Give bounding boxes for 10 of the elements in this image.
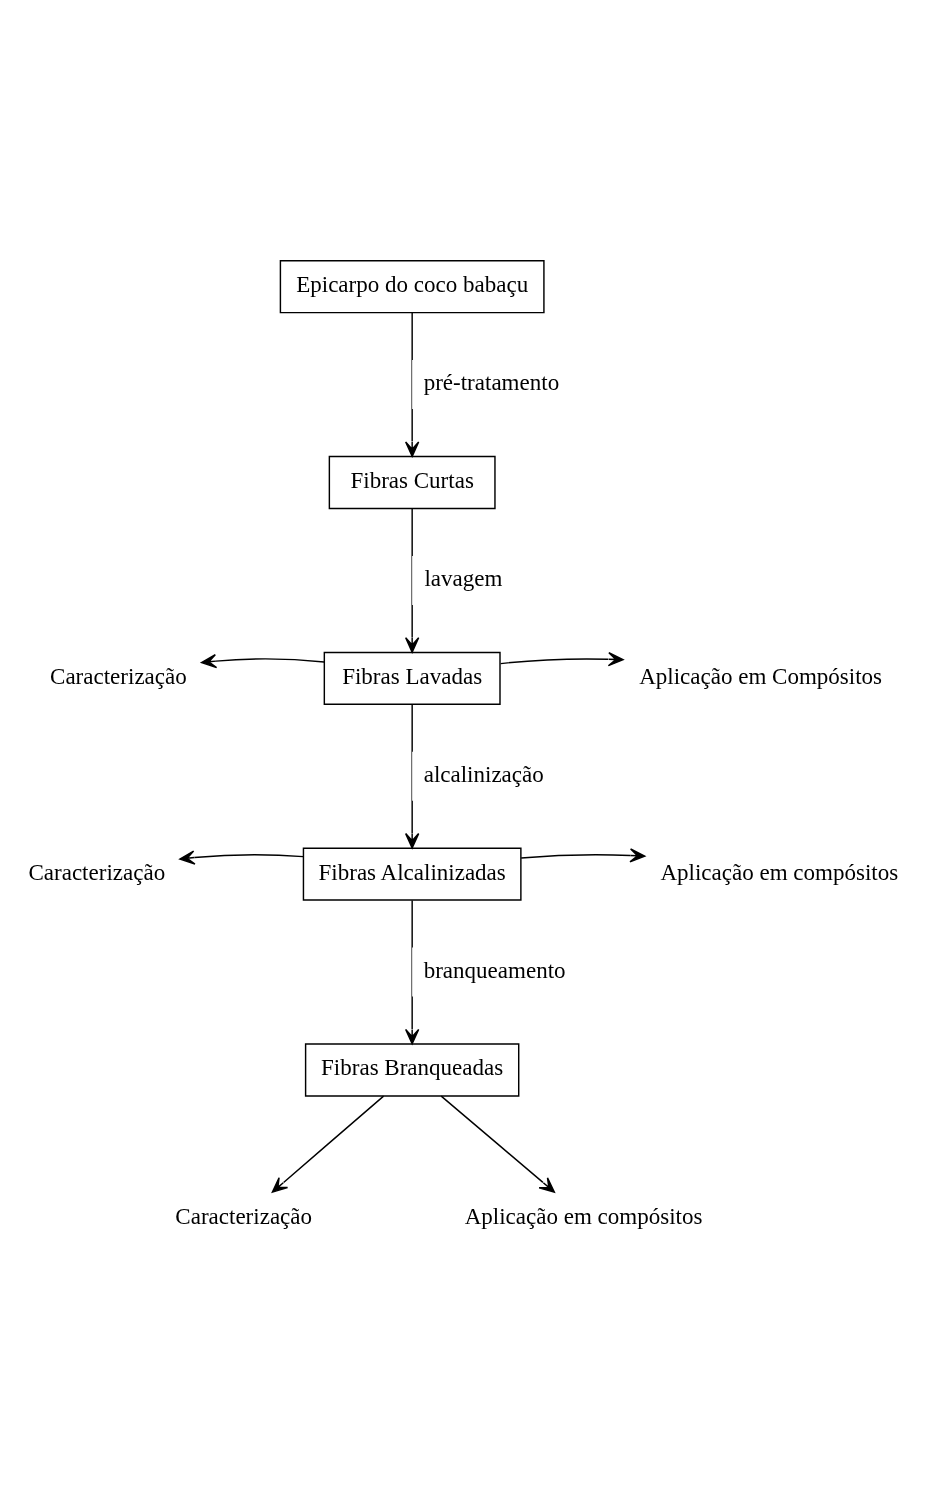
edge-label: branqueamento — [423, 956, 566, 983]
edge-label: alcalinização — [423, 760, 544, 787]
node-text: Aplicação em compósitos — [464, 1202, 703, 1229]
node-text: Caracterização — [28, 858, 166, 885]
node-text: Aplicação em Compósitos — [639, 662, 883, 689]
edge-label: pré-tratamento — [423, 368, 560, 395]
node-text: Caracterização — [175, 1202, 313, 1229]
edge-label: lavagem — [424, 564, 503, 591]
node-text: Aplicação em compósitos — [660, 858, 899, 885]
node-text: Caracterização — [50, 662, 187, 689]
